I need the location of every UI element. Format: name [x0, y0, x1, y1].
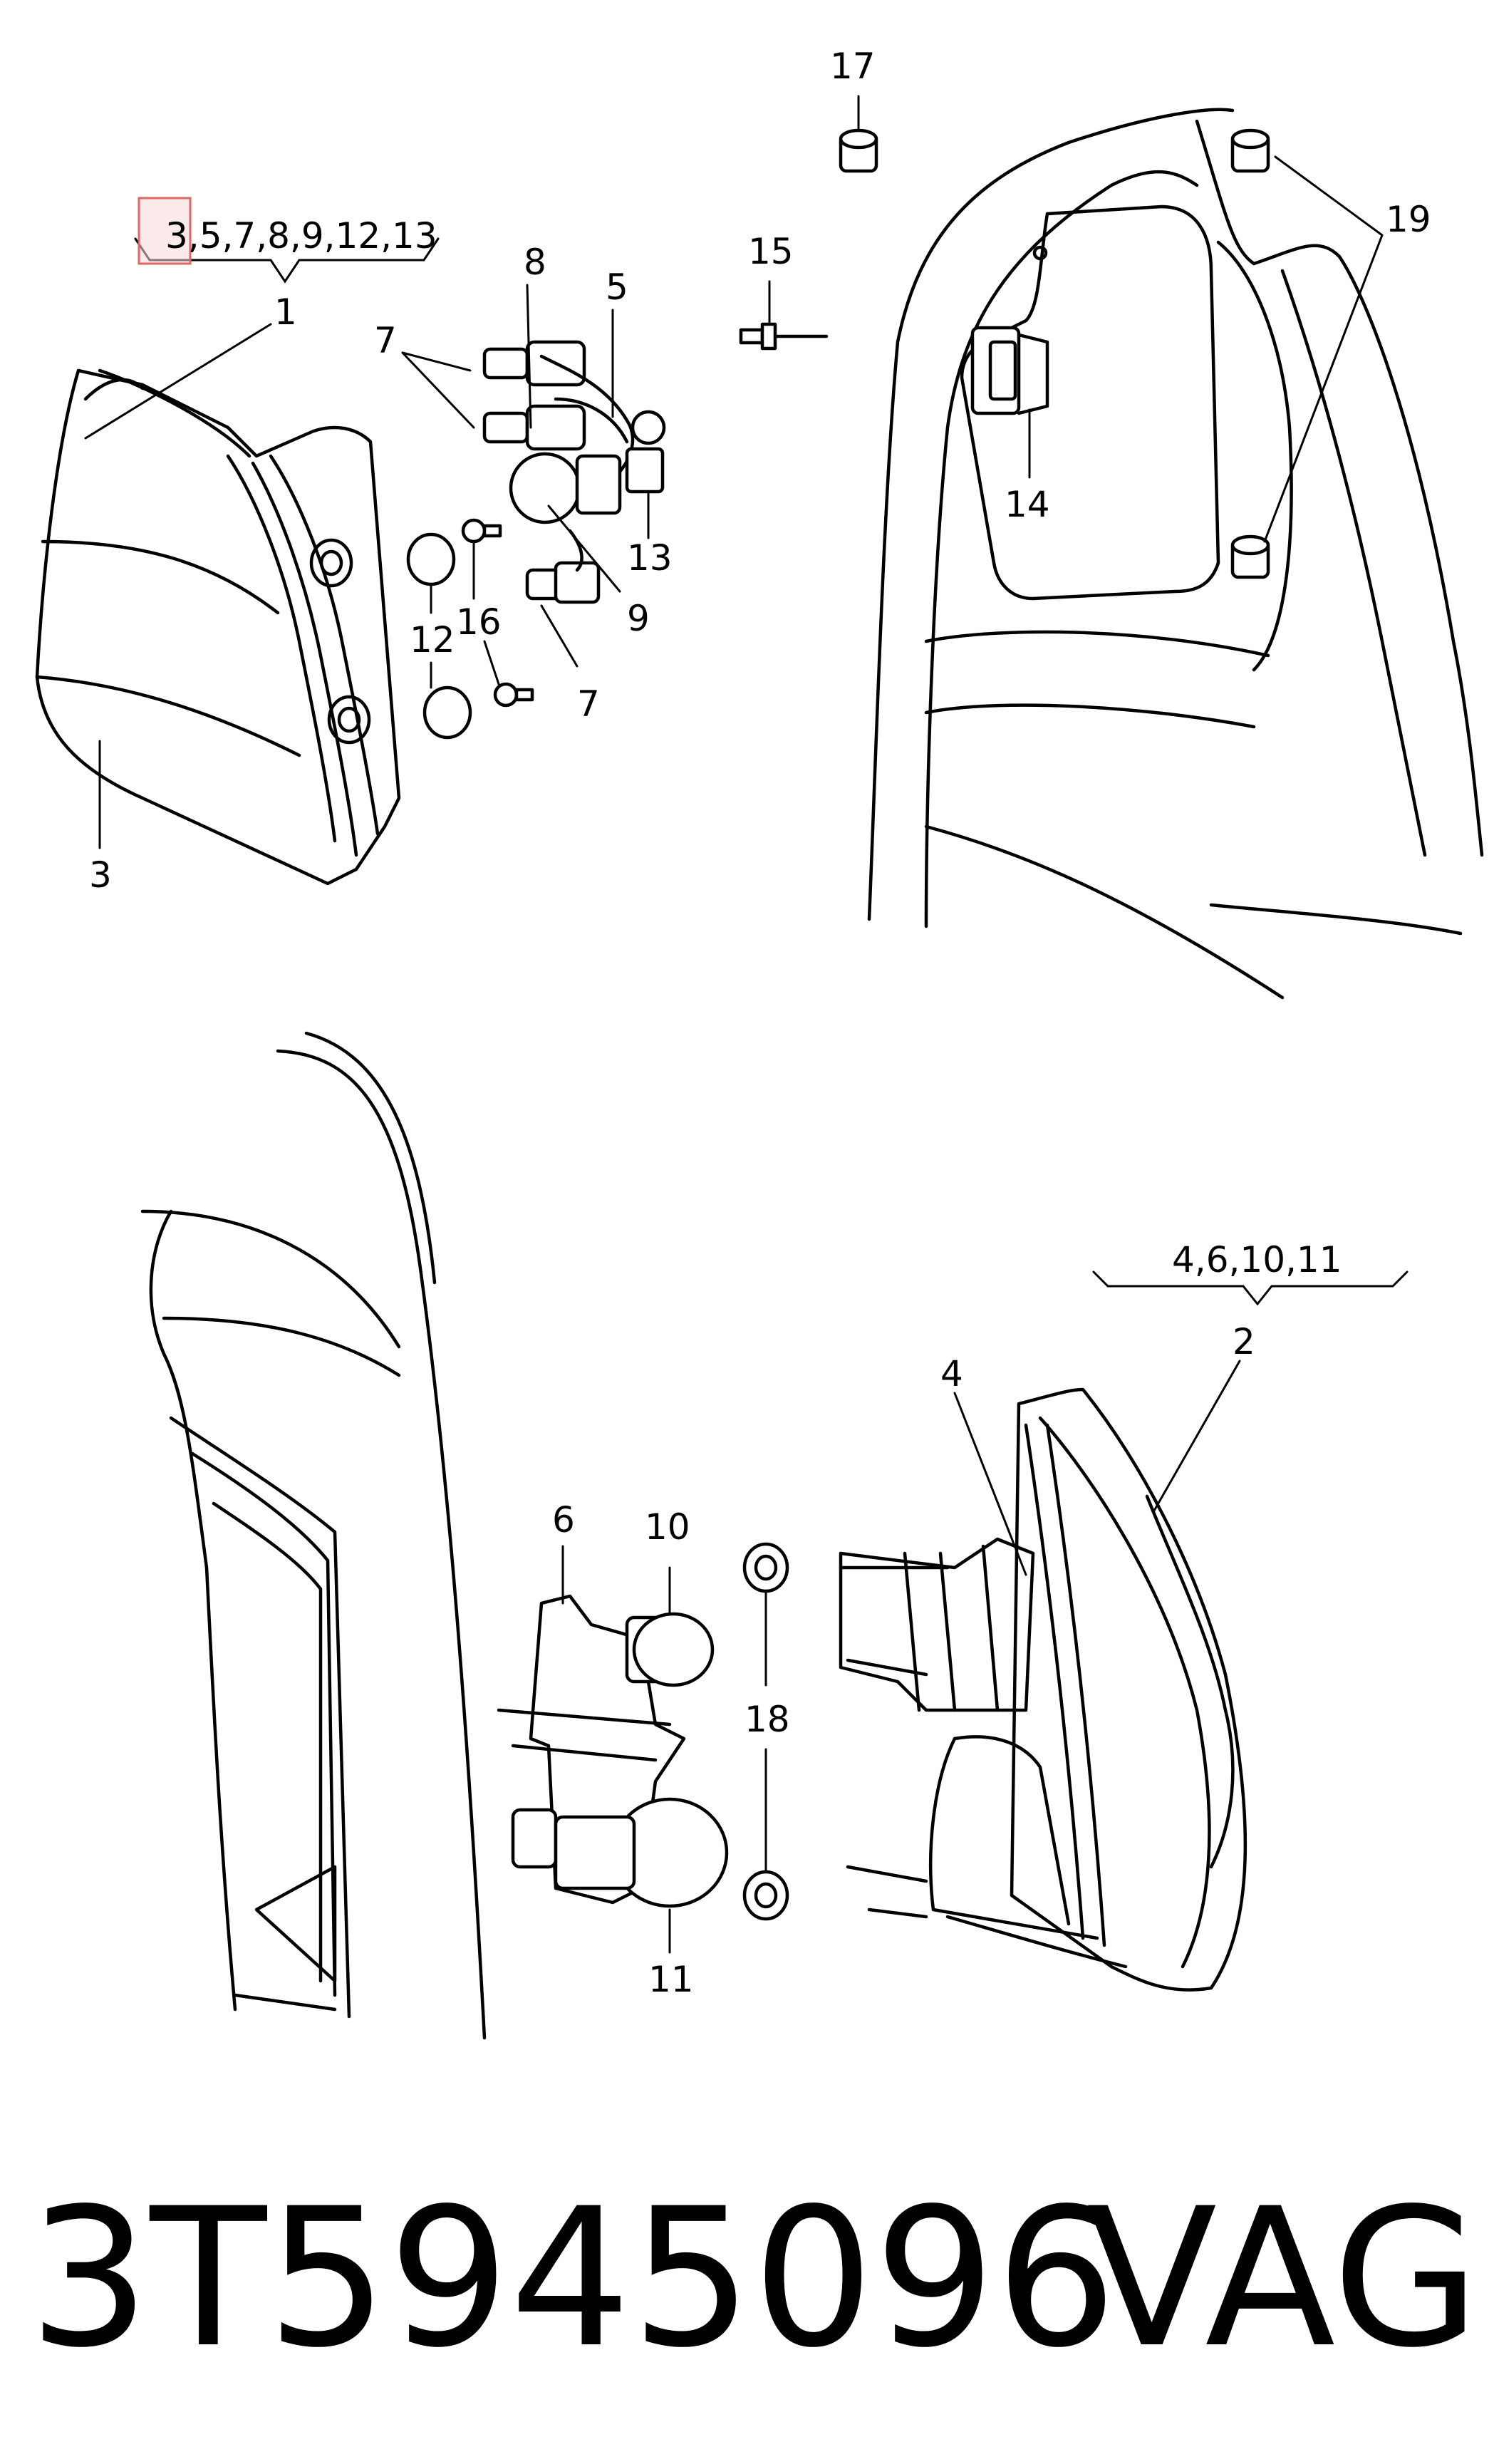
leader-lines [84, 95, 1409, 1954]
label-19: 19 [1386, 199, 1431, 240]
bulb-holder-bottom [497, 1594, 729, 1908]
label-1: 1 [274, 291, 297, 333]
vehicle-body-bottom [140, 1031, 487, 2040]
label-18: 18 [745, 1699, 790, 1740]
label-5: 5 [606, 266, 628, 308]
brand-name: VAG [1086, 2168, 1480, 2390]
tail-light-housing-bottom [839, 1387, 1247, 1992]
nuts-17-19 [839, 128, 1270, 579]
label-10: 10 [645, 1506, 690, 1548]
label-12: 12 [410, 619, 455, 661]
tail-light-housing-top [35, 368, 401, 886]
label-4: 4 [940, 1353, 963, 1394]
bulb-holder-top [482, 340, 666, 604]
group-label-bottom: 4,6,10,11 [1172, 1239, 1342, 1280]
label-11: 11 [648, 1959, 694, 2000]
label-2: 2 [1233, 1321, 1255, 1362]
label-7-bottom: 7 [577, 683, 600, 725]
label-9: 9 [627, 598, 650, 639]
label-8: 8 [524, 242, 546, 283]
group-label-top: 3,5,7,8,9,12,13 [165, 215, 437, 257]
label-13: 13 [627, 537, 673, 579]
rivet-15 [739, 322, 829, 351]
vehicle-body-top [867, 108, 1484, 1000]
highlight-box [138, 197, 192, 265]
label-6: 6 [552, 1499, 575, 1541]
part-number: 3T5945096 [28, 2168, 1117, 2390]
label-16: 16 [456, 601, 502, 643]
label-7-top: 7 [374, 320, 397, 361]
label-3: 3 [89, 854, 112, 896]
label-14: 14 [1005, 484, 1050, 525]
part-labels: 3,5,7,8,9,12,13 1 3 7 8 5 13 9 7 12 16 1… [89, 46, 1431, 2000]
cover-caps-and-screws [406, 518, 534, 740]
nuts-18 [742, 1542, 789, 1921]
label-17: 17 [830, 46, 876, 87]
label-15: 15 [748, 231, 794, 272]
